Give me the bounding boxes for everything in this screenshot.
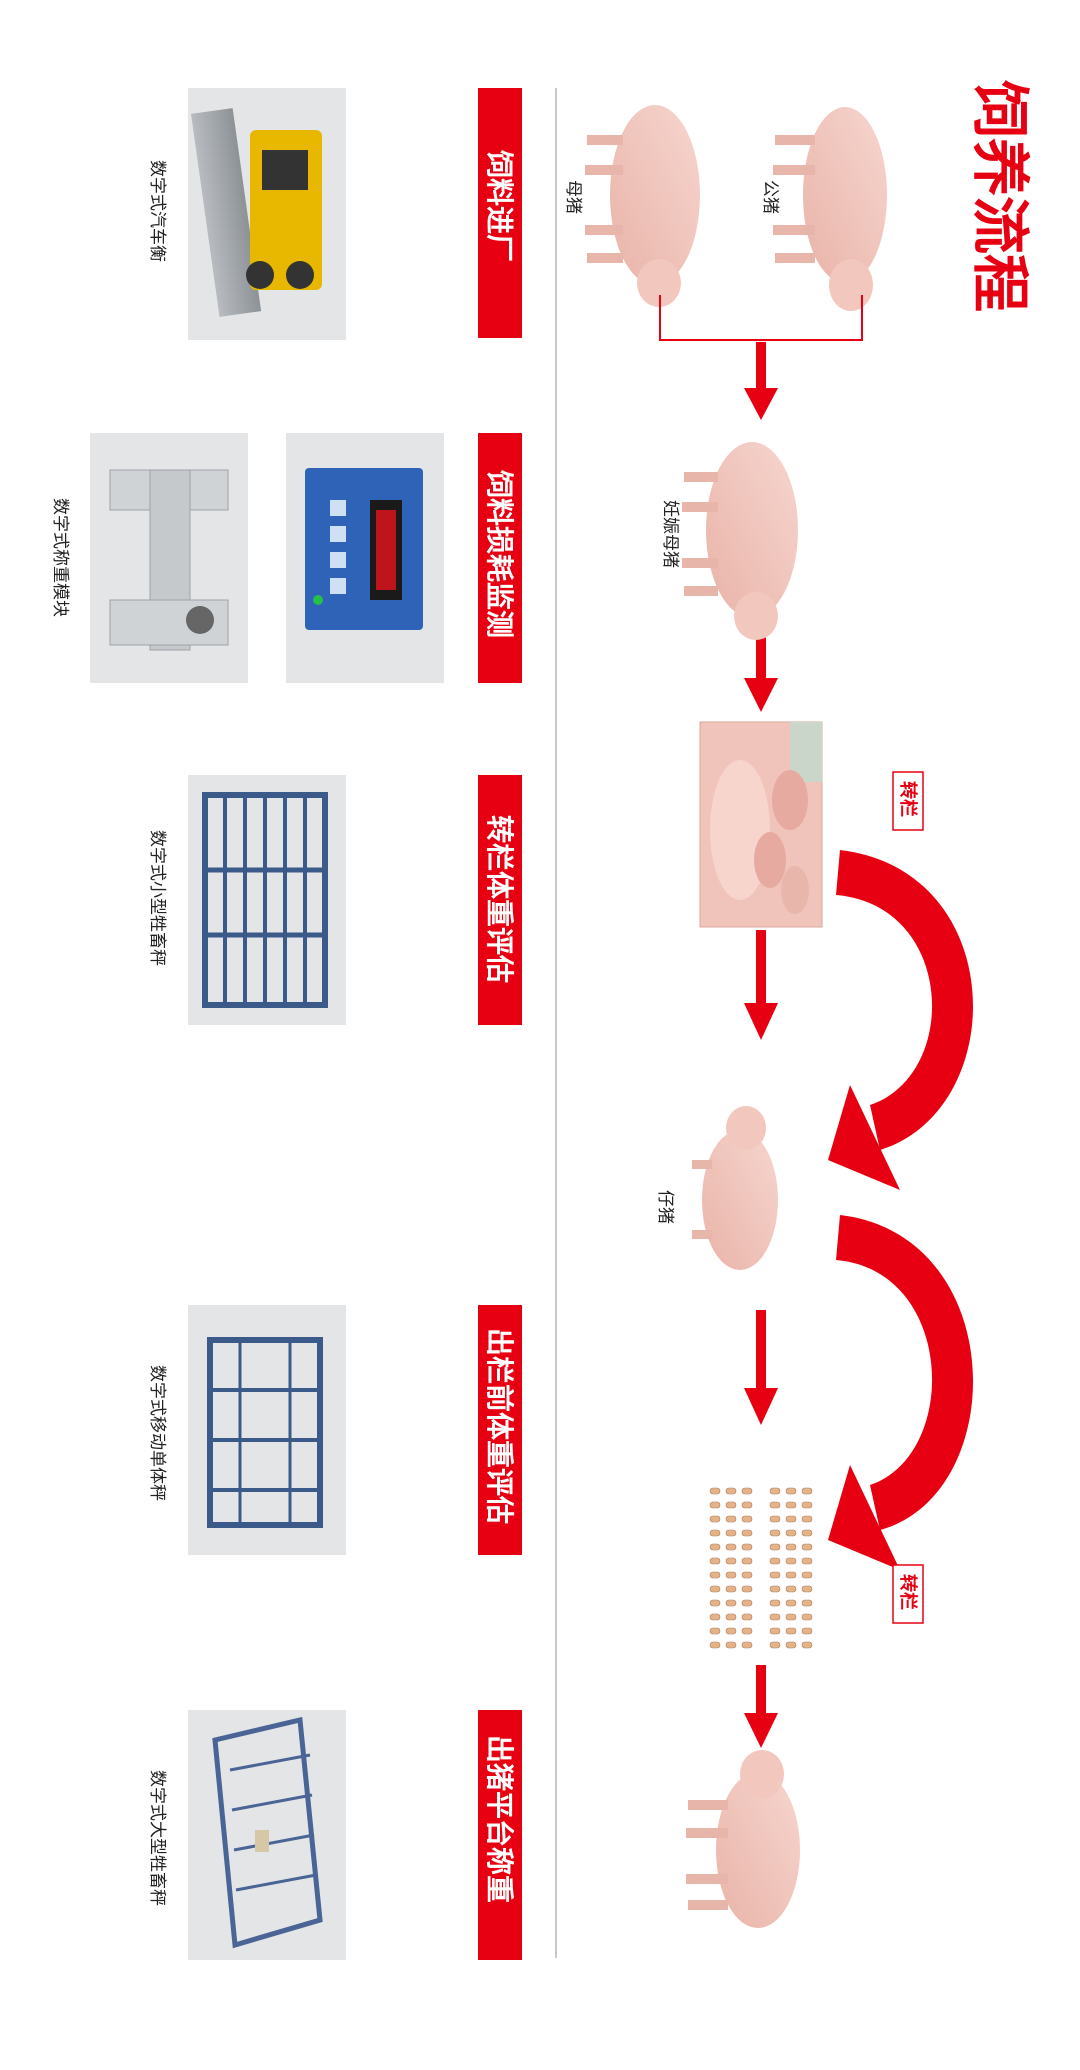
stage-transfer-weight: 转栏体重评估 [478, 775, 522, 1025]
piglet-image [692, 1106, 778, 1270]
nursing-image [699, 721, 823, 928]
flow-arrow-4 [744, 1310, 778, 1425]
diagram-title: 饲养流程 [966, 80, 1034, 312]
transfer-label-1: 转栏 [892, 771, 924, 831]
transfer-label-1-text: 转栏 [897, 781, 919, 817]
load-cell-module-image [90, 433, 248, 683]
flow-arrow-1 [744, 342, 778, 420]
stage-feed-in: 饲料进厂 [478, 88, 522, 338]
finished-pig-image [686, 1750, 800, 1928]
transfer-label-2: 转栏 [892, 1564, 924, 1624]
small-livestock-scale-label: 数字式小型牲畜秤 [147, 830, 167, 966]
truck-scale-label: 数字式汽车衡 [147, 160, 167, 262]
stage-out-platform: 出猪平台称重 [478, 1710, 522, 1960]
flow-arrow-3 [744, 930, 778, 1040]
pregnant-sow-label: 妊娠母猪 [660, 500, 680, 568]
flow-arrow-5 [744, 1665, 778, 1748]
transfer-arrow-2 [828, 1215, 974, 1570]
mobile-single-scale-image [188, 1305, 346, 1555]
stage-feed-loss: 饲料损耗监测 [478, 433, 522, 683]
truck-scale-image [188, 88, 346, 340]
sow-image [585, 105, 700, 307]
stage-transfer-weight-label: 转栏体重评估 [483, 815, 516, 983]
small-livestock-scale-image [188, 775, 346, 1025]
herd-image [709, 1487, 813, 1649]
boar-image [773, 107, 887, 311]
piglet-label: 仔猪 [655, 1190, 675, 1224]
stage-feed-loss-label: 饲料损耗监测 [483, 469, 516, 638]
stage-out-platform-label: 出猪平台称重 [483, 1735, 516, 1903]
large-livestock-scale-label: 数字式大型牲畜秤 [147, 1770, 167, 1906]
pregnant-sow-image [682, 442, 798, 640]
flow-arrow-2 [744, 630, 778, 712]
mobile-single-scale-label: 数字式移动单体秤 [147, 1365, 167, 1501]
weighing-indicator-image [286, 433, 444, 683]
boar-label: 公猪 [760, 180, 780, 214]
transfer-label-2-text: 转栏 [897, 1574, 919, 1610]
stage-pre-out-weight: 出栏前体重评估 [478, 1305, 522, 1555]
load-cell-module-label: 数字式称重模块 [50, 498, 70, 617]
sow-label: 母猪 [563, 180, 583, 214]
stage-pre-out-weight-label: 出栏前体重评估 [483, 1328, 516, 1524]
large-livestock-scale-image [188, 1710, 346, 1960]
transfer-arrow-1 [828, 850, 974, 1190]
stage-feed-in-label: 饲料进厂 [483, 149, 516, 262]
merge-bracket [659, 295, 863, 341]
